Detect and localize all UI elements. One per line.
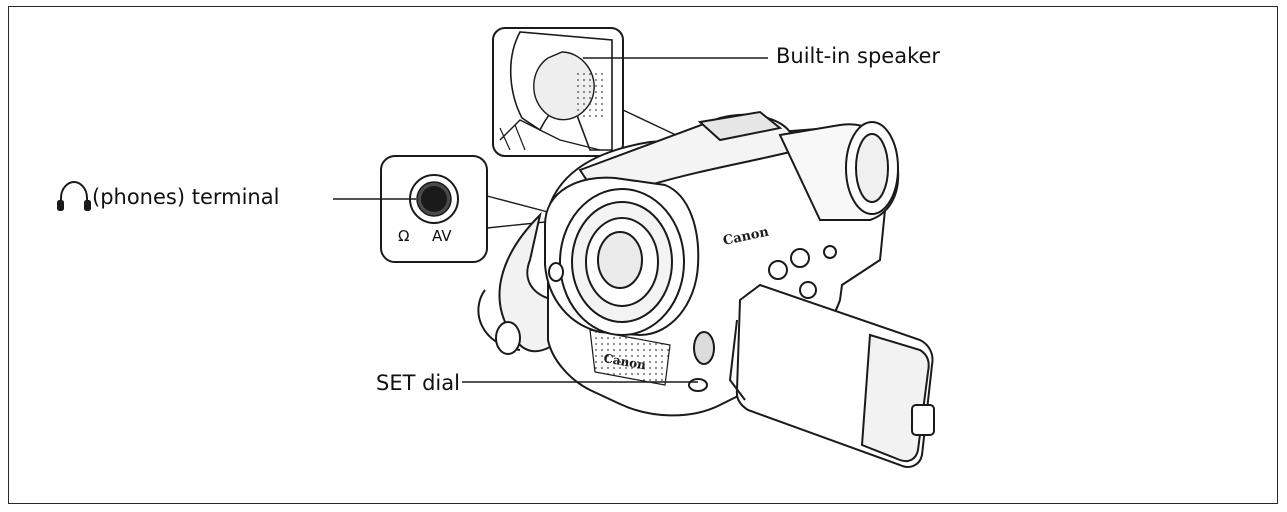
phones-terminal-label: (phones) terminal	[92, 185, 280, 209]
camcorder-body	[477, 110, 935, 468]
figure-frame	[8, 6, 1278, 504]
set-dial-label: SET dial	[376, 371, 460, 395]
speaker-inset	[492, 27, 679, 157]
built-in-speaker-label: Built-in speaker	[776, 44, 941, 68]
jack-inset	[380, 155, 549, 263]
headphones-icon	[57, 180, 91, 211]
jack-phones-glyph: Ω	[398, 227, 410, 245]
leader-lines	[333, 57, 768, 383]
jack-av-label: AV	[432, 227, 452, 245]
